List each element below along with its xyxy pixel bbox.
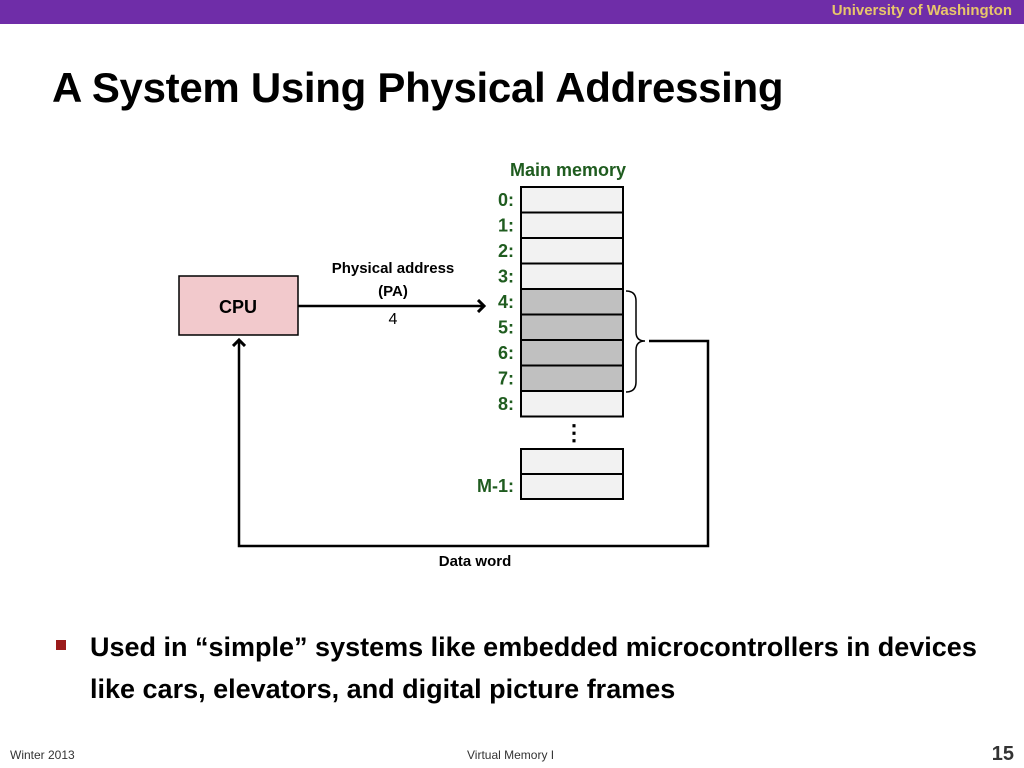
address-label-m1: M-1:	[477, 476, 514, 496]
page-number: 15	[991, 743, 1014, 765]
footer-topic: Virtual Memory I	[467, 748, 555, 762]
address-label-1: 1:	[498, 216, 514, 236]
address-label-0: 0:	[498, 190, 514, 210]
cpu-box	[178, 275, 299, 336]
address-label-3: 3:	[498, 267, 514, 287]
memory-cell-2	[520, 237, 624, 265]
memory-cell-m1	[520, 473, 624, 500]
word-brace	[625, 290, 646, 393]
memory-cells: 0: 1: 2: 3: 4: 5: 6: 7: 8:	[498, 186, 624, 418]
address-label-2: 2:	[498, 241, 514, 261]
pa-label-line1: Physical address	[332, 260, 455, 277]
memory-cell-7	[520, 364, 624, 392]
memory-cell-1	[520, 211, 624, 239]
footer-term: Winter 2013	[10, 748, 75, 762]
data-word-label: Data word	[439, 553, 512, 570]
bullet-marker	[56, 640, 66, 650]
memory-cell-5	[520, 313, 624, 341]
memory-cell-6	[520, 339, 624, 367]
memory-cell-4	[520, 288, 624, 316]
address-label-8: 8:	[498, 394, 514, 414]
cpu-label: CPU	[219, 297, 257, 317]
address-label-7: 7:	[498, 369, 514, 389]
bullet-item: Used in “simple” systems like embedded m…	[90, 632, 977, 704]
memory-cell-0	[520, 186, 624, 214]
slide-title: A System Using Physical Addressing	[52, 64, 784, 111]
memory-cell-3	[520, 262, 624, 290]
address-label-4: 4:	[498, 292, 514, 312]
header-bar: University of Washington	[0, 0, 1024, 24]
address-label-5: 5:	[498, 318, 514, 338]
university-name: University of Washington	[831, 2, 1012, 19]
pa-label-line2: (PA)	[378, 283, 408, 300]
pa-value: 4	[389, 311, 398, 328]
main-memory-label: Main memory	[510, 160, 626, 180]
address-label-6: 6:	[498, 343, 514, 363]
memory-cell-8	[520, 390, 624, 418]
memory-ellipsis: ⋮	[563, 420, 585, 445]
memory-cell-m2	[520, 448, 624, 475]
data-word-path	[239, 340, 710, 548]
